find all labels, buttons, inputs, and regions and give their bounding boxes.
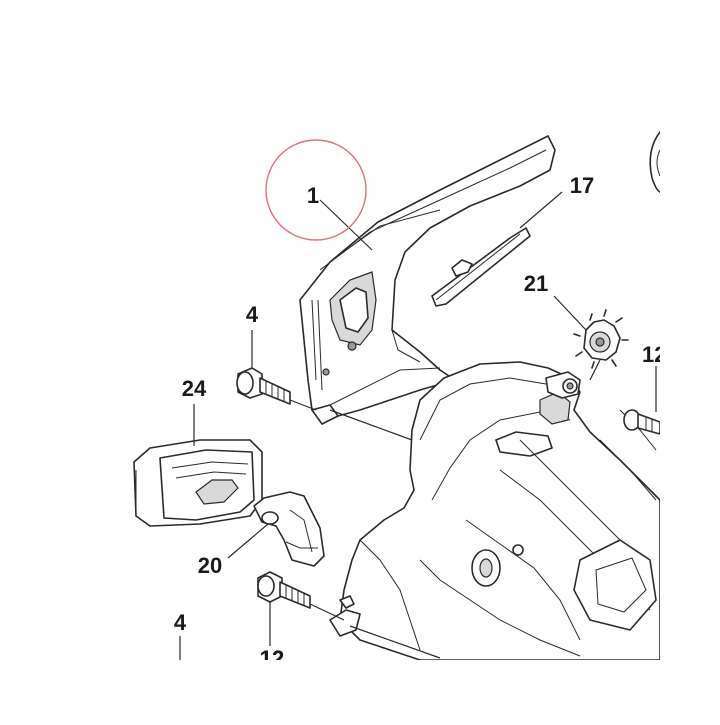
label-part-21: 21 [524,271,548,296]
label-part-4-upper: 4 [246,302,259,327]
part-1-cover [299,135,556,425]
part-20-elbow [227,491,325,567]
label-part-4-lower: 4 [174,610,187,635]
label-part-12-lower-top: 12 [260,646,284,671]
label-part-20: 20 [198,553,222,578]
highlight-circle [265,139,367,241]
part-24-filter [133,404,263,527]
label-part-24: 24 [182,376,207,401]
bottom-mask [0,660,720,720]
partial-part-top-right [649,131,661,193]
part-1-leader [319,199,373,251]
part-4-bolt-upper [236,330,317,411]
part-12-bolt-right [623,366,661,435]
right-mask [660,0,720,720]
label-part-1: 1 [307,183,319,208]
part-12-bolt-lower [257,571,441,659]
label-part-17: 17 [570,173,594,198]
part-21-gear [553,295,629,381]
cover-mount-leader [329,409,413,441]
main-housing [329,361,661,661]
part-17-rail [431,191,563,307]
